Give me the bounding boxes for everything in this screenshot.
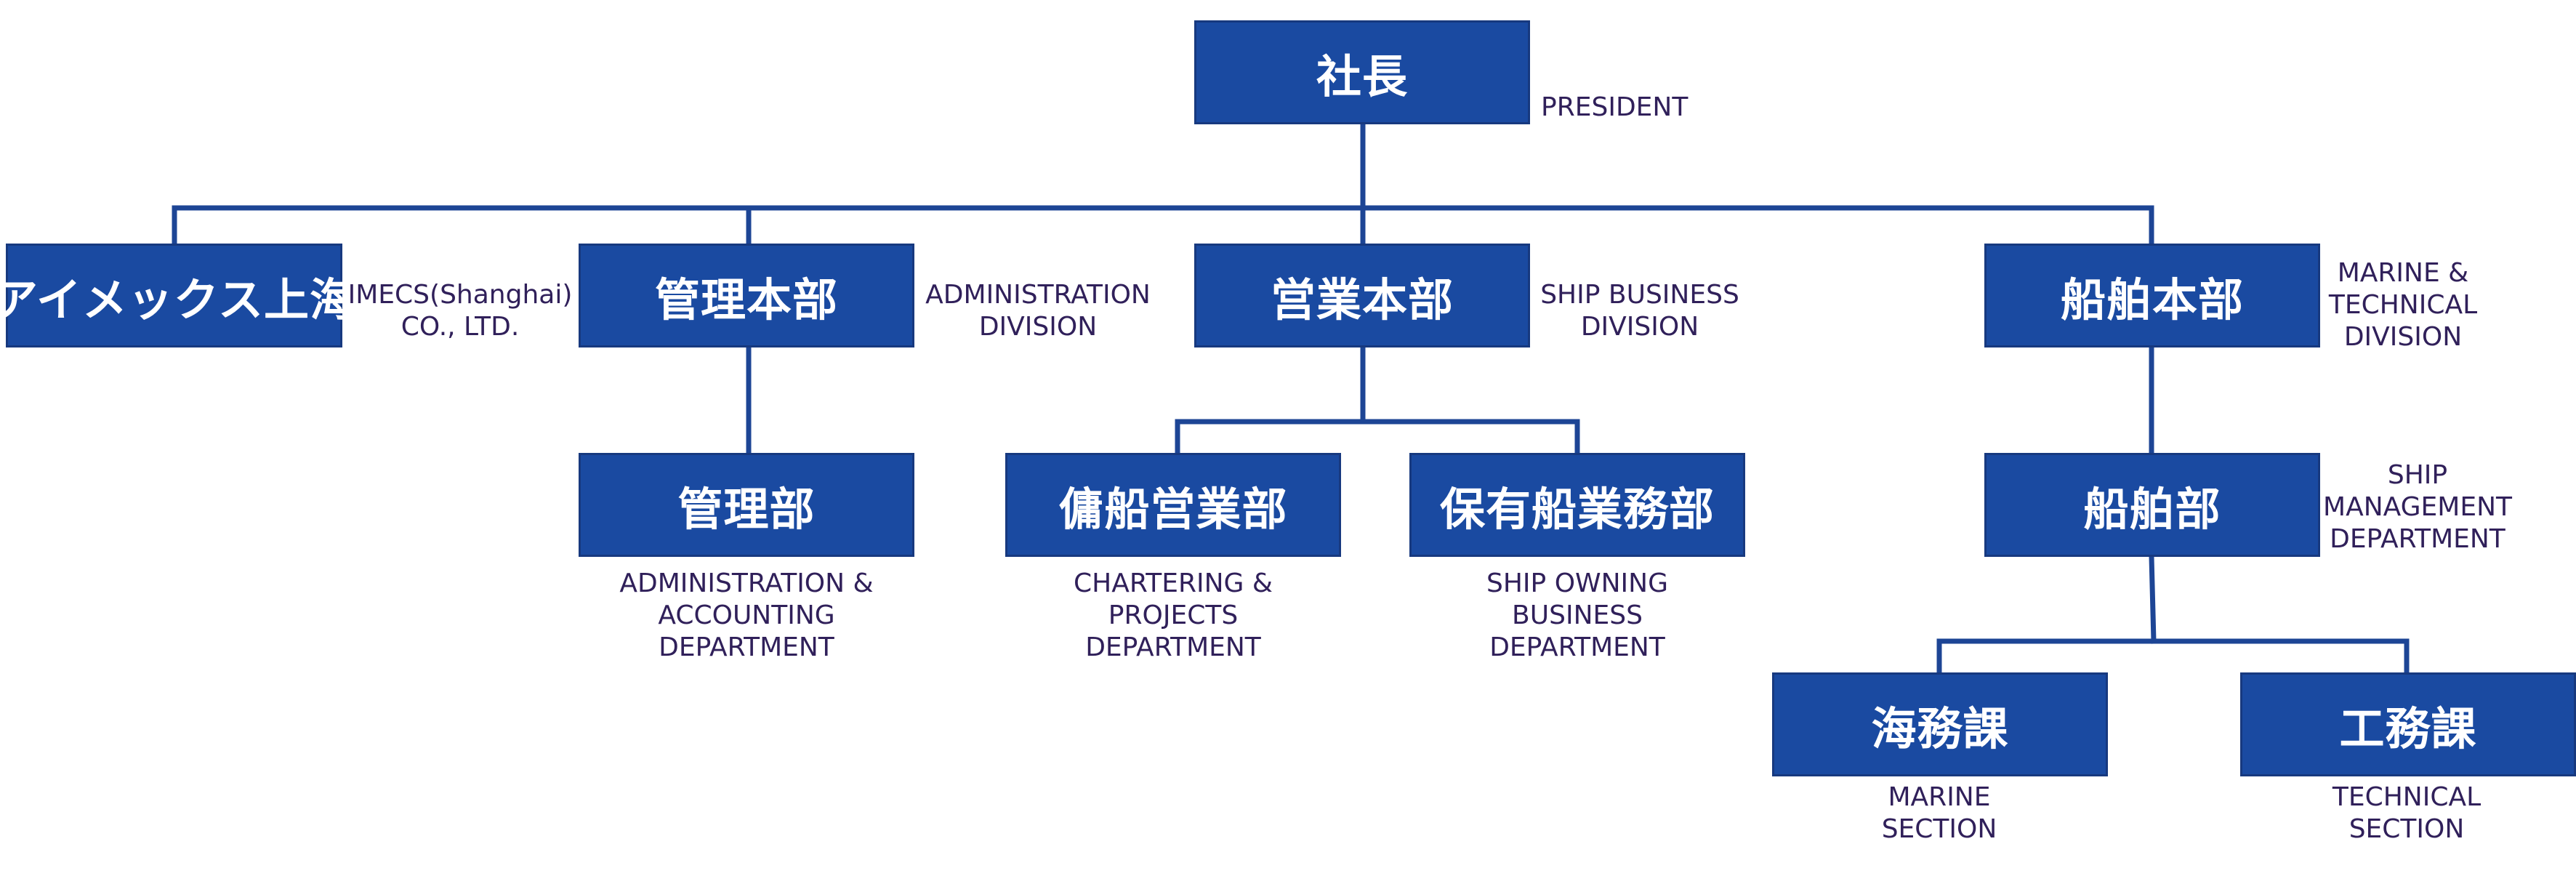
org-label-line: SHIP OWNING bbox=[1486, 568, 1668, 598]
org-label-line: DEPARTMENT bbox=[1489, 632, 1665, 662]
org-label-line: SHIP BUSINESS bbox=[1540, 280, 1739, 310]
org-box-chartering-projects-dept: 傭船営業部 bbox=[1005, 453, 1341, 557]
org-label-imecs-shanghai: IMECS(Shanghai)CO., LTD. bbox=[348, 279, 573, 343]
org-label-president: PRESIDENT bbox=[1541, 92, 1688, 124]
org-box-title: 船舶本部 bbox=[2060, 273, 2244, 326]
org-box-title: 管理本部 bbox=[654, 273, 838, 326]
connector-line bbox=[2149, 554, 2157, 644]
org-box-ship-owning-dept: 保有船業務部 bbox=[1409, 453, 1745, 557]
org-box-title: 社長 bbox=[1316, 49, 1408, 103]
org-label-line: MARINE & bbox=[2337, 258, 2469, 288]
org-label-line: ADMINISTRATION & bbox=[619, 568, 874, 598]
org-box-title: 海務課 bbox=[1871, 702, 2009, 755]
org-label-line: CHARTERING & bbox=[1074, 568, 1273, 598]
org-label-line: DIVISION bbox=[978, 312, 1098, 342]
org-box-title: 傭船営業部 bbox=[1058, 482, 1288, 536]
org-label-line: SHIP bbox=[2387, 460, 2448, 490]
org-label-line: DIVISION bbox=[2343, 322, 2463, 352]
org-label-line: DEPARTMENT bbox=[2330, 524, 2505, 554]
org-label-line: DEPARTMENT bbox=[659, 632, 834, 662]
org-label-line: ACCOUNTING bbox=[658, 600, 835, 630]
org-label-line: DIVISION bbox=[1580, 312, 1699, 342]
org-label-line: DEPARTMENT bbox=[1085, 632, 1261, 662]
org-box-president: 社長 bbox=[1194, 20, 1530, 124]
org-label-line: PROJECTS bbox=[1108, 600, 1239, 630]
org-label-line: MARINE bbox=[1888, 782, 1991, 812]
org-box-title: 営業本部 bbox=[1270, 273, 1454, 326]
org-box-marine-section: 海務課 bbox=[1772, 672, 2108, 776]
org-box-ship-business-division: 営業本部 bbox=[1194, 244, 1530, 347]
org-label-line: SECTION bbox=[2348, 814, 2465, 844]
org-label-line: CO., LTD. bbox=[401, 312, 520, 342]
org-box-title: 工務課 bbox=[2339, 702, 2477, 755]
org-label-line: ADMINISTRATION bbox=[925, 280, 1151, 310]
org-label-line: IMECS(Shanghai) bbox=[347, 280, 573, 310]
org-box-ship-management-dept: 船舶部 bbox=[1984, 453, 2320, 557]
org-box-admin-division: 管理本部 bbox=[579, 244, 914, 347]
org-label-line: MANAGEMENT bbox=[2323, 492, 2512, 522]
org-box-technical-section: 工務課 bbox=[2240, 672, 2576, 776]
org-box-title: アイメックス上海 bbox=[0, 273, 356, 326]
org-label-line: BUSINESS bbox=[1512, 600, 1643, 630]
org-box-title: 船舶部 bbox=[2083, 482, 2221, 536]
org-label-line: PRESIDENT bbox=[1541, 92, 1689, 122]
org-label-line: TECHNICAL bbox=[2328, 290, 2478, 320]
org-box-admin-accounting-dept: 管理部 bbox=[579, 453, 914, 557]
org-label-line: TECHNICAL bbox=[2332, 782, 2482, 812]
org-label-line: SECTION bbox=[1881, 814, 1997, 844]
org-box-marine-technical-division: 船舶本部 bbox=[1984, 244, 2320, 347]
org-box-imecs-shanghai: アイメックス上海 bbox=[0, 244, 355, 347]
org-box-title: 保有船業務部 bbox=[1439, 482, 1715, 536]
org-box-title: 管理部 bbox=[677, 482, 816, 536]
